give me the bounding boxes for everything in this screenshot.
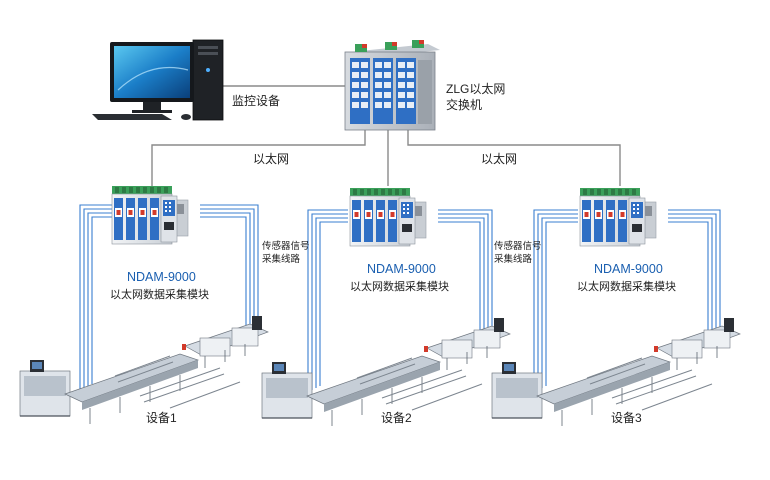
acquisition-module-1 <box>111 185 189 245</box>
device-3-label: 设备3 <box>611 411 642 425</box>
module-1-desc: 以太网数据采集模块 <box>110 289 209 301</box>
ethernet-label-right: 以太网 <box>481 152 518 166</box>
sensor-lines <box>79 204 721 392</box>
acquisition-module-2 <box>349 187 427 247</box>
keyboard <box>92 114 172 120</box>
mouse <box>181 114 191 120</box>
sensor-label-right-line2: 采集线路 <box>494 254 533 265</box>
sensor-label-right-line1: 传感器信号 <box>494 241 542 252</box>
ethernet-lines <box>151 85 621 186</box>
module-3-model: NDAM-9000 <box>594 262 663 276</box>
monitor-label: 监控设备 <box>232 94 281 108</box>
module-2-desc: 以太网数据采集模块 <box>350 281 449 293</box>
ethernet-label-left: 以太网 <box>253 152 290 166</box>
device-2-label: 设备2 <box>381 411 412 425</box>
acquisition-module-3 <box>579 187 657 247</box>
monitor-screen <box>114 46 190 98</box>
ethernet-switch <box>344 40 440 131</box>
sensor-label-left-line2: 采集线路 <box>262 254 301 265</box>
module-2-model: NDAM-9000 <box>367 262 436 276</box>
sensor-label-left-line1: 传感器信号 <box>262 241 310 252</box>
switch-label-line1: ZLG以太网 <box>446 82 506 96</box>
module-1-model: NDAM-9000 <box>127 270 196 284</box>
device-1-label: 设备1 <box>146 411 177 425</box>
production-line-1 <box>19 315 269 425</box>
monitoring-computer <box>92 39 224 121</box>
switch-label-line2: 交换机 <box>446 98 483 112</box>
module-3-desc: 以太网数据采集模块 <box>577 281 676 293</box>
